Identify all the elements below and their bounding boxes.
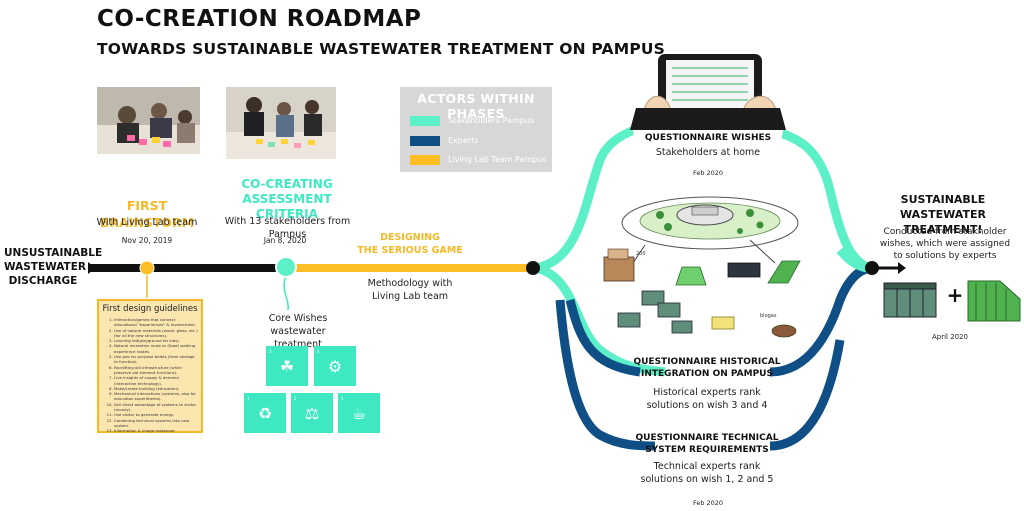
node-brainstorm [139,260,155,276]
brainstorm-photo [97,87,200,154]
wish-tile-2: 2⚖ [291,393,333,433]
result-systems-illustration [883,280,1021,322]
treatment-unit-icon [883,282,937,318]
guidelines-title: First design guidelines [102,304,198,314]
legend-swatch [410,154,440,165]
green-wall-icon [967,280,1021,322]
historical-desc: Historical experts rank solutions on wis… [646,387,768,411]
node-criteria [275,256,297,278]
branch-historical [565,298,641,377]
legend-item-stakeholders: Stakeholders Pampus [410,114,534,127]
page-subtitle: TOWARDS SUSTAINABLE WASTEWATER TREATMENT… [97,40,666,58]
core-wishes-label: Core Wishes wastewater treatment [268,313,328,350]
wish-tile-1: 1♻ [244,393,286,433]
actors-legend: ACTORS WITHIN PHASES Stakeholders Pampus… [400,87,552,172]
technical-date: Feb 2020 [692,499,724,507]
legend-swatch [410,135,440,146]
guidelines-list: Interaction/games that connect education… [99,317,201,434]
legend-item-living-lab: Living Lab Team Pampus [410,153,546,166]
wishes-date: Feb 2020 [692,169,724,177]
branch-technical [555,299,656,451]
criteria-desc: With 13 stakeholders from Pampus [224,216,351,240]
criteria-date: Jan 8, 2020 [263,236,307,245]
waste-label: 200 [636,251,646,257]
node-split [526,261,540,275]
result-date: April 2020 [931,333,969,341]
tablet-illustration [643,54,777,130]
game-desc: Methodology with Living Lab team [367,278,453,302]
branch-experts-right [769,263,872,377]
technical-desc: Technical experts rank solutions on wish… [640,461,774,485]
brainstorm-desc: With Living Lab team [96,217,198,228]
legend-item-experts: Experts [410,134,478,147]
technical-title: QUESTIONNAIRE TECHNICAL SYSTEM REQUIREME… [635,433,779,455]
legend-title: ACTORS WITHIN PHASES [417,91,535,121]
result-title: SUSTAINABLE WASTEWATER TREATMENT! [900,193,986,236]
historical-title: QUESTIONNAIRE HISTORICAL INTEGRATION ON … [633,357,781,379]
wishes-panel [630,108,786,163]
biogas-label: biogas [760,313,777,319]
design-guidelines-card: First design guidelines Interaction/game… [97,299,203,433]
legend-swatch [410,115,440,126]
node-merge [865,261,879,275]
branch-stakeholder-lower [533,263,666,377]
plus-sign: + [946,283,964,307]
brainstorm-title: FIRST BRAINSTORM [99,198,195,230]
criteria-stem [283,275,289,311]
page-title: CO-CREATION ROADMAP [97,6,422,32]
brainstorm-date: Nov 20, 2019 [121,236,173,245]
game-title: DESIGNING THE SERIOUS GAME [357,232,463,256]
wishes-desc: Stakeholders at home [655,147,761,158]
branch-technical-right [769,339,845,451]
result-desc: Conducted from stakholder wishes, which … [879,227,1011,261]
island-illustration: 200 biogas [603,196,801,338]
criteria-photo [226,87,336,159]
wishes-title: QUESTIONNAIRE WISHES [644,133,772,143]
wish-tile-4: 4⚙ [314,346,356,386]
wish-tile-3: 3☘ [266,346,308,386]
start-label: UNSUSTAINABLE WASTEWATER DISCHARGE [4,247,103,287]
wish-tile-5: 5☕ [338,393,380,433]
criteria-title: CO-CREATING ASSESSMENT CRITERIA [241,177,333,221]
